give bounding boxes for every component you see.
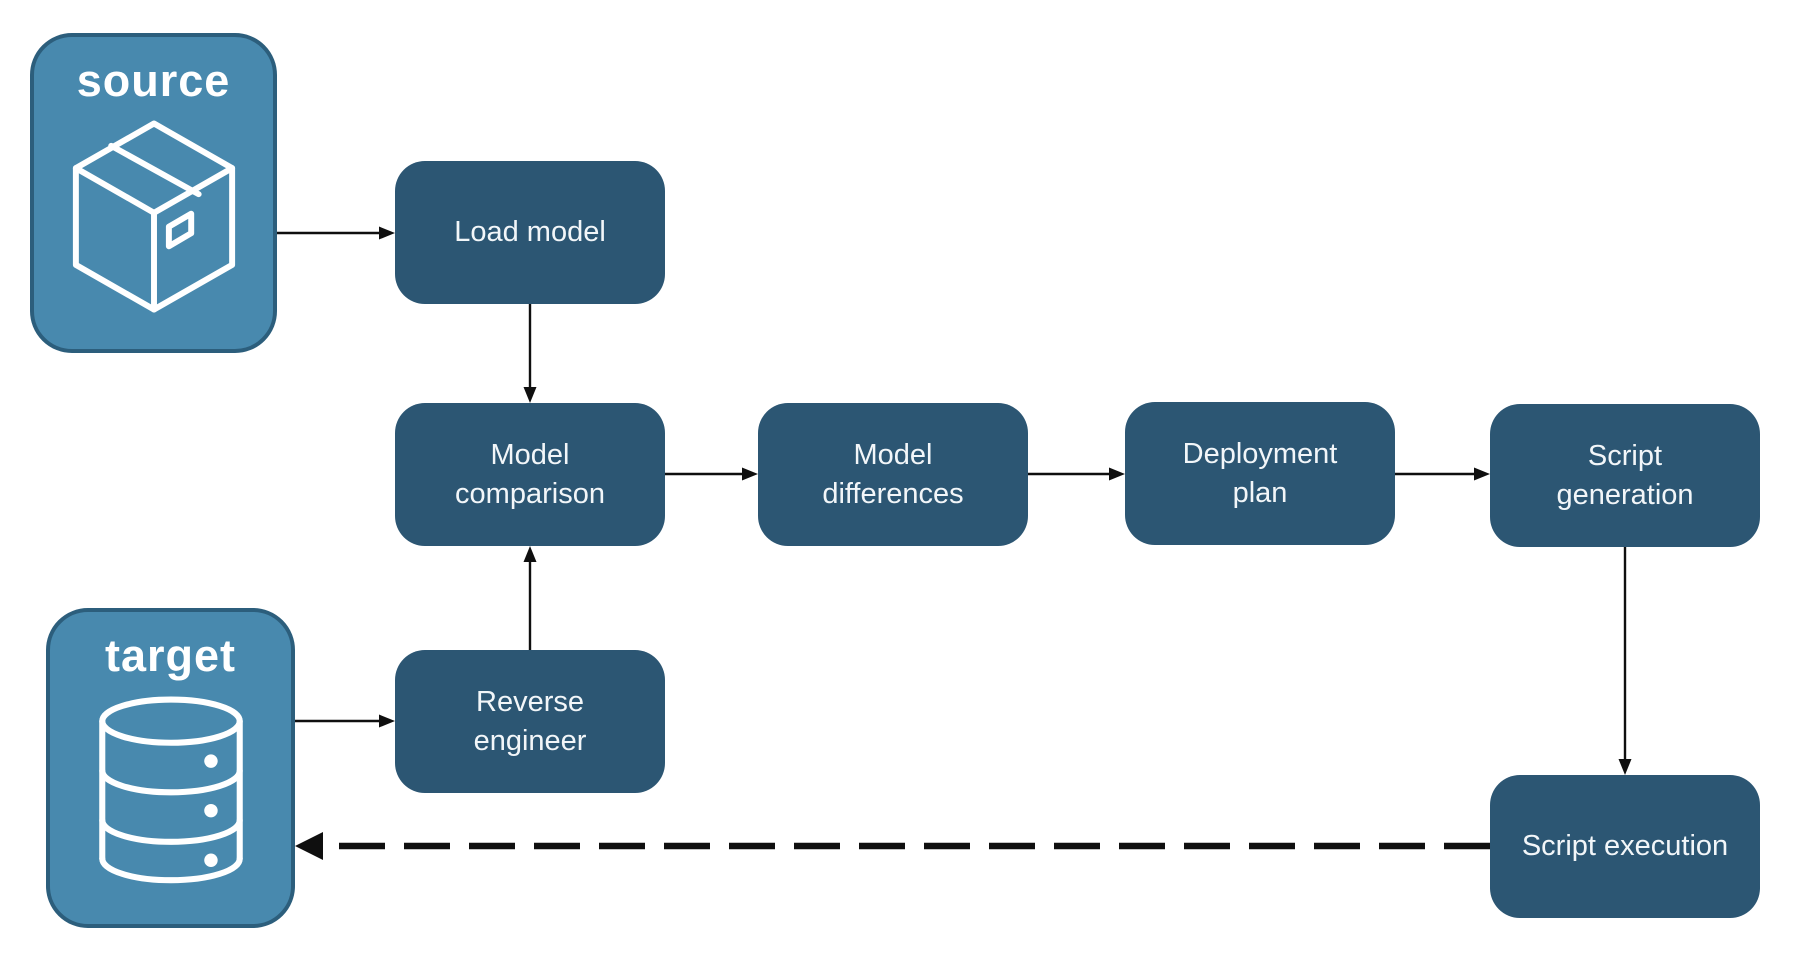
arrow-source-to-load-model: [277, 226, 395, 240]
node-load-model: Load model: [395, 161, 665, 304]
node-load-model-label: Load model: [454, 216, 606, 249]
node-model-differences: Model differences: [758, 403, 1028, 546]
arrow-script-generation-to-script-execution: [1618, 547, 1632, 775]
endpoint-source-label: source: [76, 55, 231, 106]
database-icon: [50, 682, 291, 900]
arrow-script-execution-to-target-dashed: [295, 832, 1490, 860]
endpoint-target-label: target: [104, 630, 237, 681]
node-script-execution: Script execution: [1490, 775, 1760, 918]
node-script-generation-label: Script generation: [1556, 440, 1694, 511]
arrow-reverse-engineer-to-model-comparison: [523, 546, 537, 650]
arrow-model-differences-to-deployment-plan: [1028, 467, 1125, 481]
node-reverse-engineer: Reverse engineer: [395, 650, 665, 793]
arrow-target-to-reverse-engineer: [295, 714, 395, 728]
endpoint-source: source: [30, 33, 277, 353]
node-model-differences-label: Model differences: [822, 439, 964, 510]
arrow-deployment-plan-to-script-generation: [1395, 467, 1490, 481]
node-deployment-plan-label: Deployment plan: [1182, 438, 1338, 509]
node-deployment-plan: Deployment plan: [1125, 402, 1395, 545]
arrow-load-model-to-model-comparison: [523, 304, 537, 403]
node-script-execution-label: Script execution: [1521, 830, 1729, 863]
node-model-comparison: Model comparison: [395, 403, 665, 546]
endpoint-target: target: [46, 608, 295, 928]
node-reverse-engineer-label: Reverse engineer: [473, 686, 587, 757]
package-icon: [34, 107, 273, 325]
node-script-generation: Script generation: [1490, 404, 1760, 547]
node-model-comparison-label: Model comparison: [455, 439, 605, 510]
arrow-model-comparison-to-model-differences: [665, 467, 758, 481]
